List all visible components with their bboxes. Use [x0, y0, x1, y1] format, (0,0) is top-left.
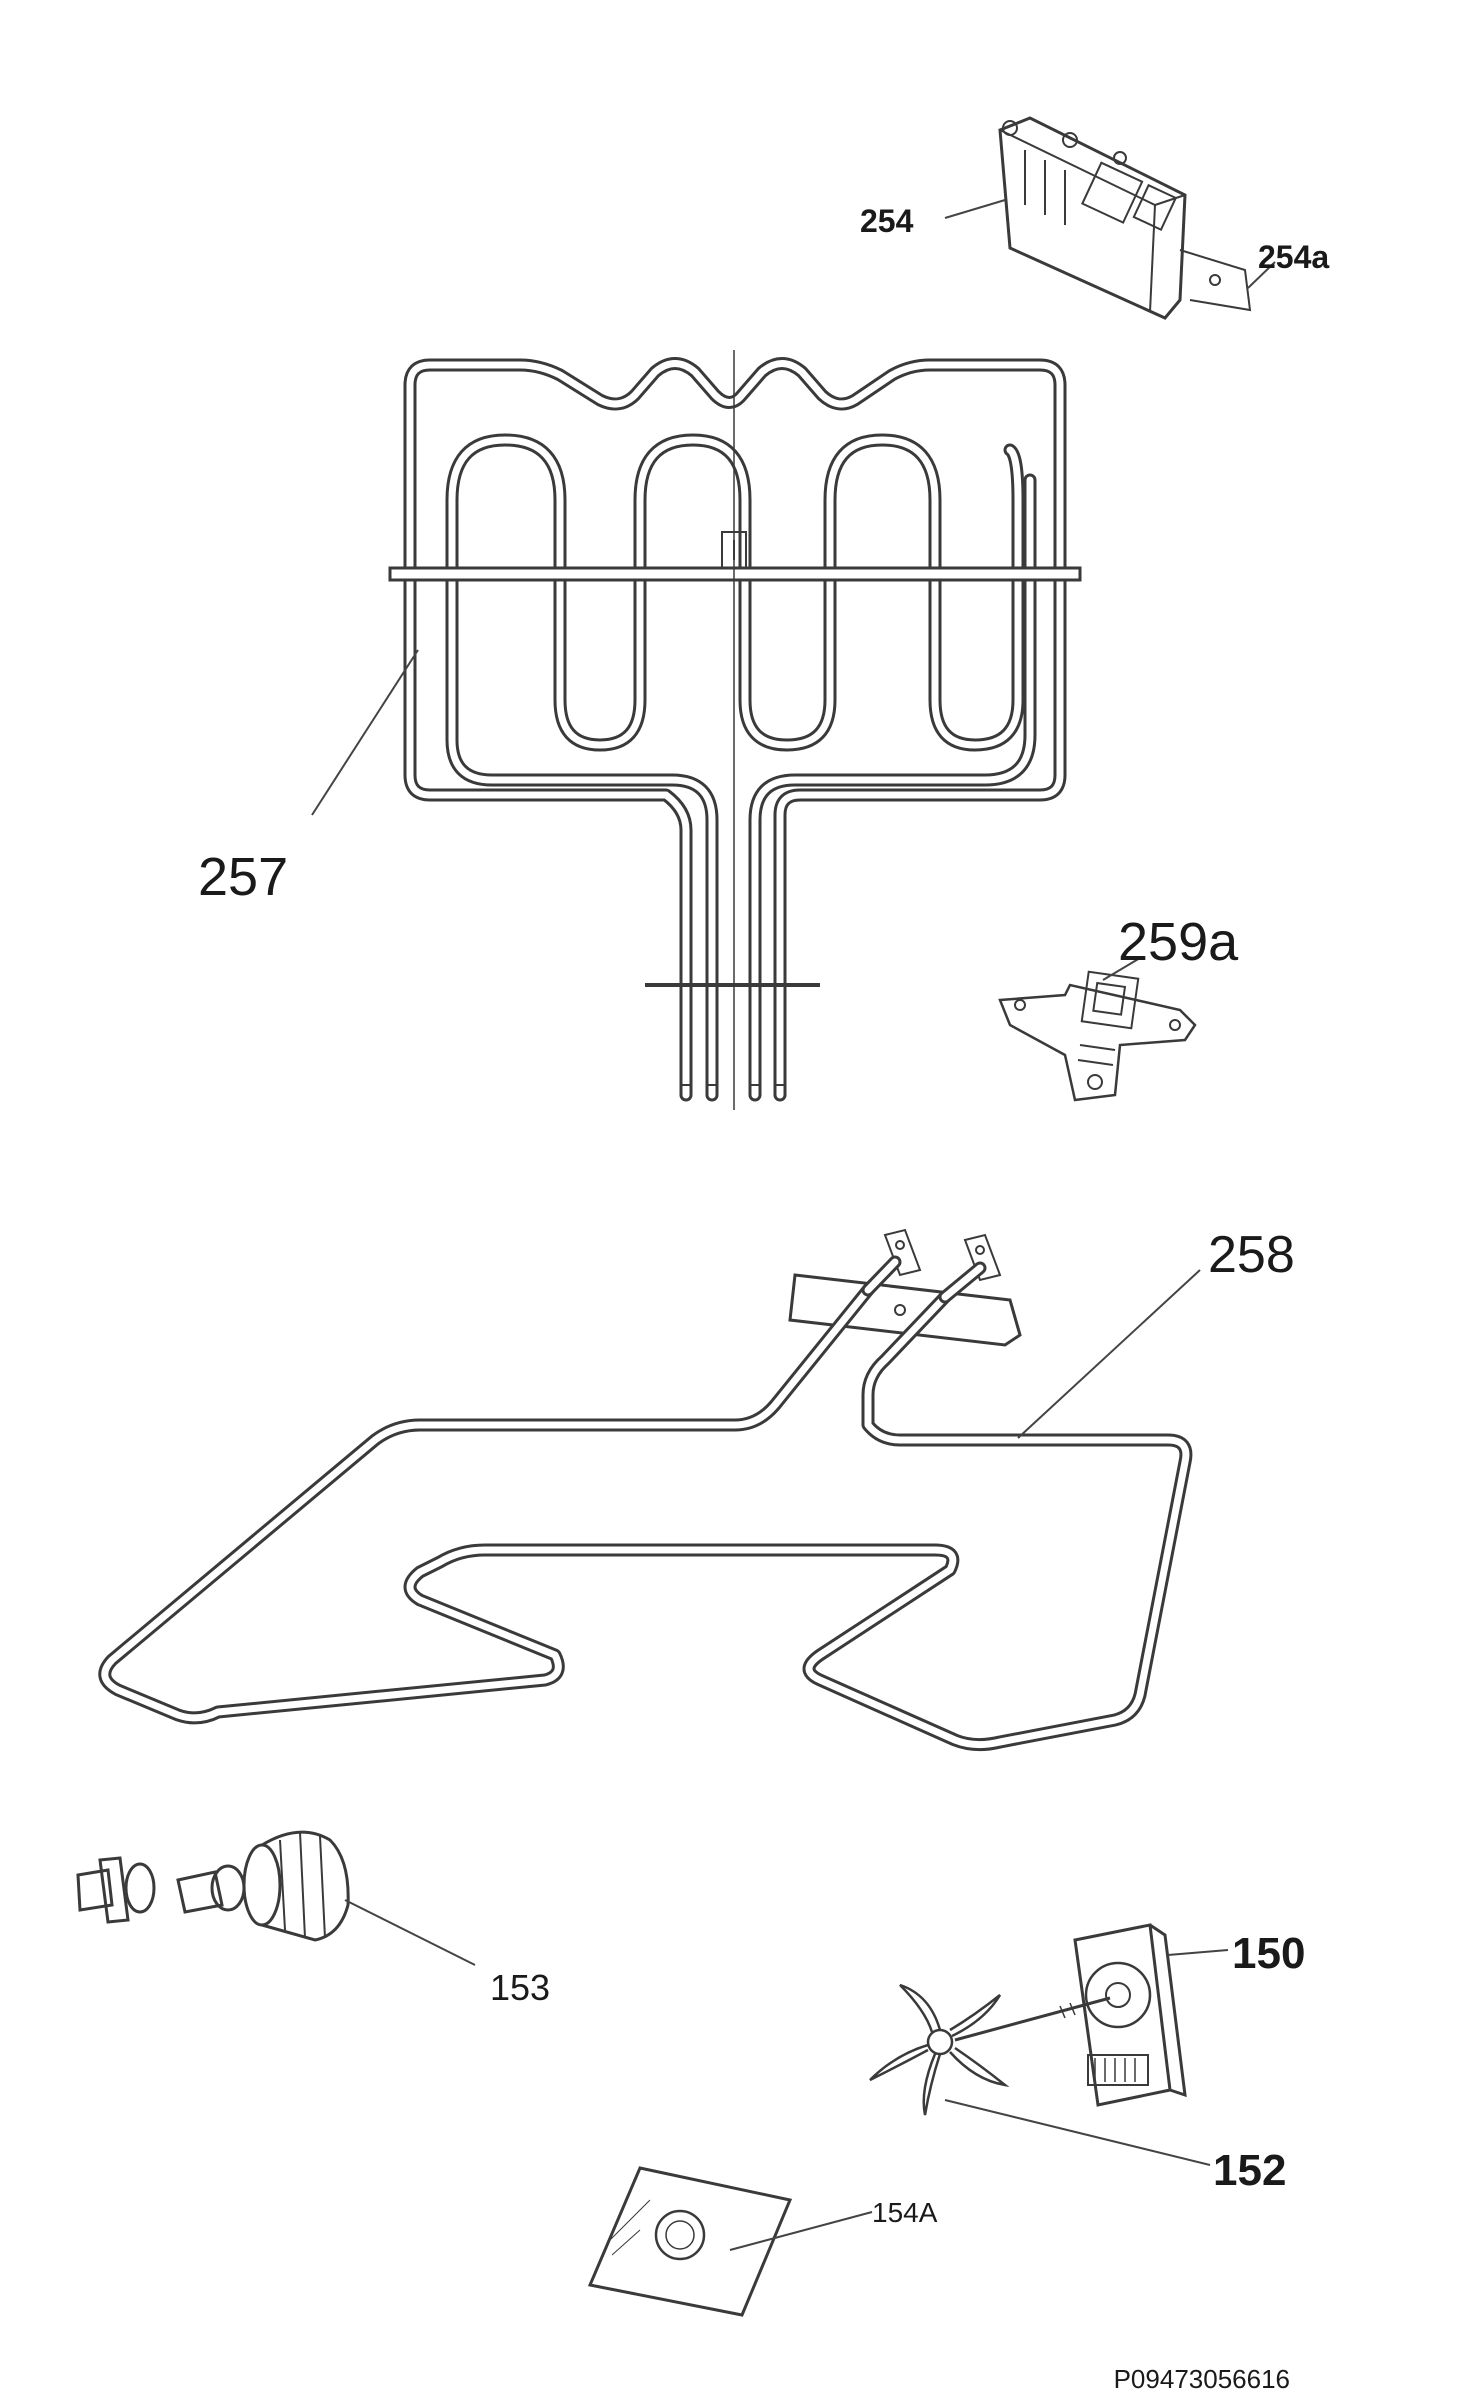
- leader-259a: [1102, 957, 1141, 981]
- part-258-bottom-element: [98, 1228, 1193, 1752]
- callout-153: 153: [490, 1967, 550, 2008]
- callout-152: 152: [1213, 2146, 1286, 2195]
- part-150-fan-motor: [954, 1923, 1187, 2107]
- leader-150: [1167, 1949, 1229, 1956]
- callout-257: 257: [198, 847, 288, 907]
- leader-154A: [729, 2211, 873, 2251]
- leader-257: [311, 649, 419, 816]
- callout-254a: 254a: [1258, 239, 1329, 275]
- callout-259a: 259a: [1118, 912, 1239, 972]
- callout-154A: 154A: [872, 2197, 938, 2228]
- leader-254a: [1247, 261, 1276, 289]
- part-259a-thermal-cutout: [998, 970, 1197, 1102]
- leader-153: [344, 1899, 476, 1966]
- callout-254: 254: [860, 203, 914, 239]
- leader-254: [944, 199, 1006, 219]
- part-154A-label: [587, 2166, 793, 2317]
- leader-258: [1017, 1269, 1201, 1439]
- part-254-switch-block: [998, 116, 1252, 320]
- leader-152: [944, 2099, 1211, 2166]
- part-257-grill-element: [388, 350, 1082, 1110]
- callout-258: 258: [1208, 1226, 1295, 1284]
- part-153-knob-assembly: [76, 1830, 350, 1942]
- part-152-fan-blade: [869, 1983, 1010, 2116]
- callout-150: 150: [1232, 1929, 1305, 1978]
- diagram-code: P09473056616: [1114, 2364, 1290, 2394]
